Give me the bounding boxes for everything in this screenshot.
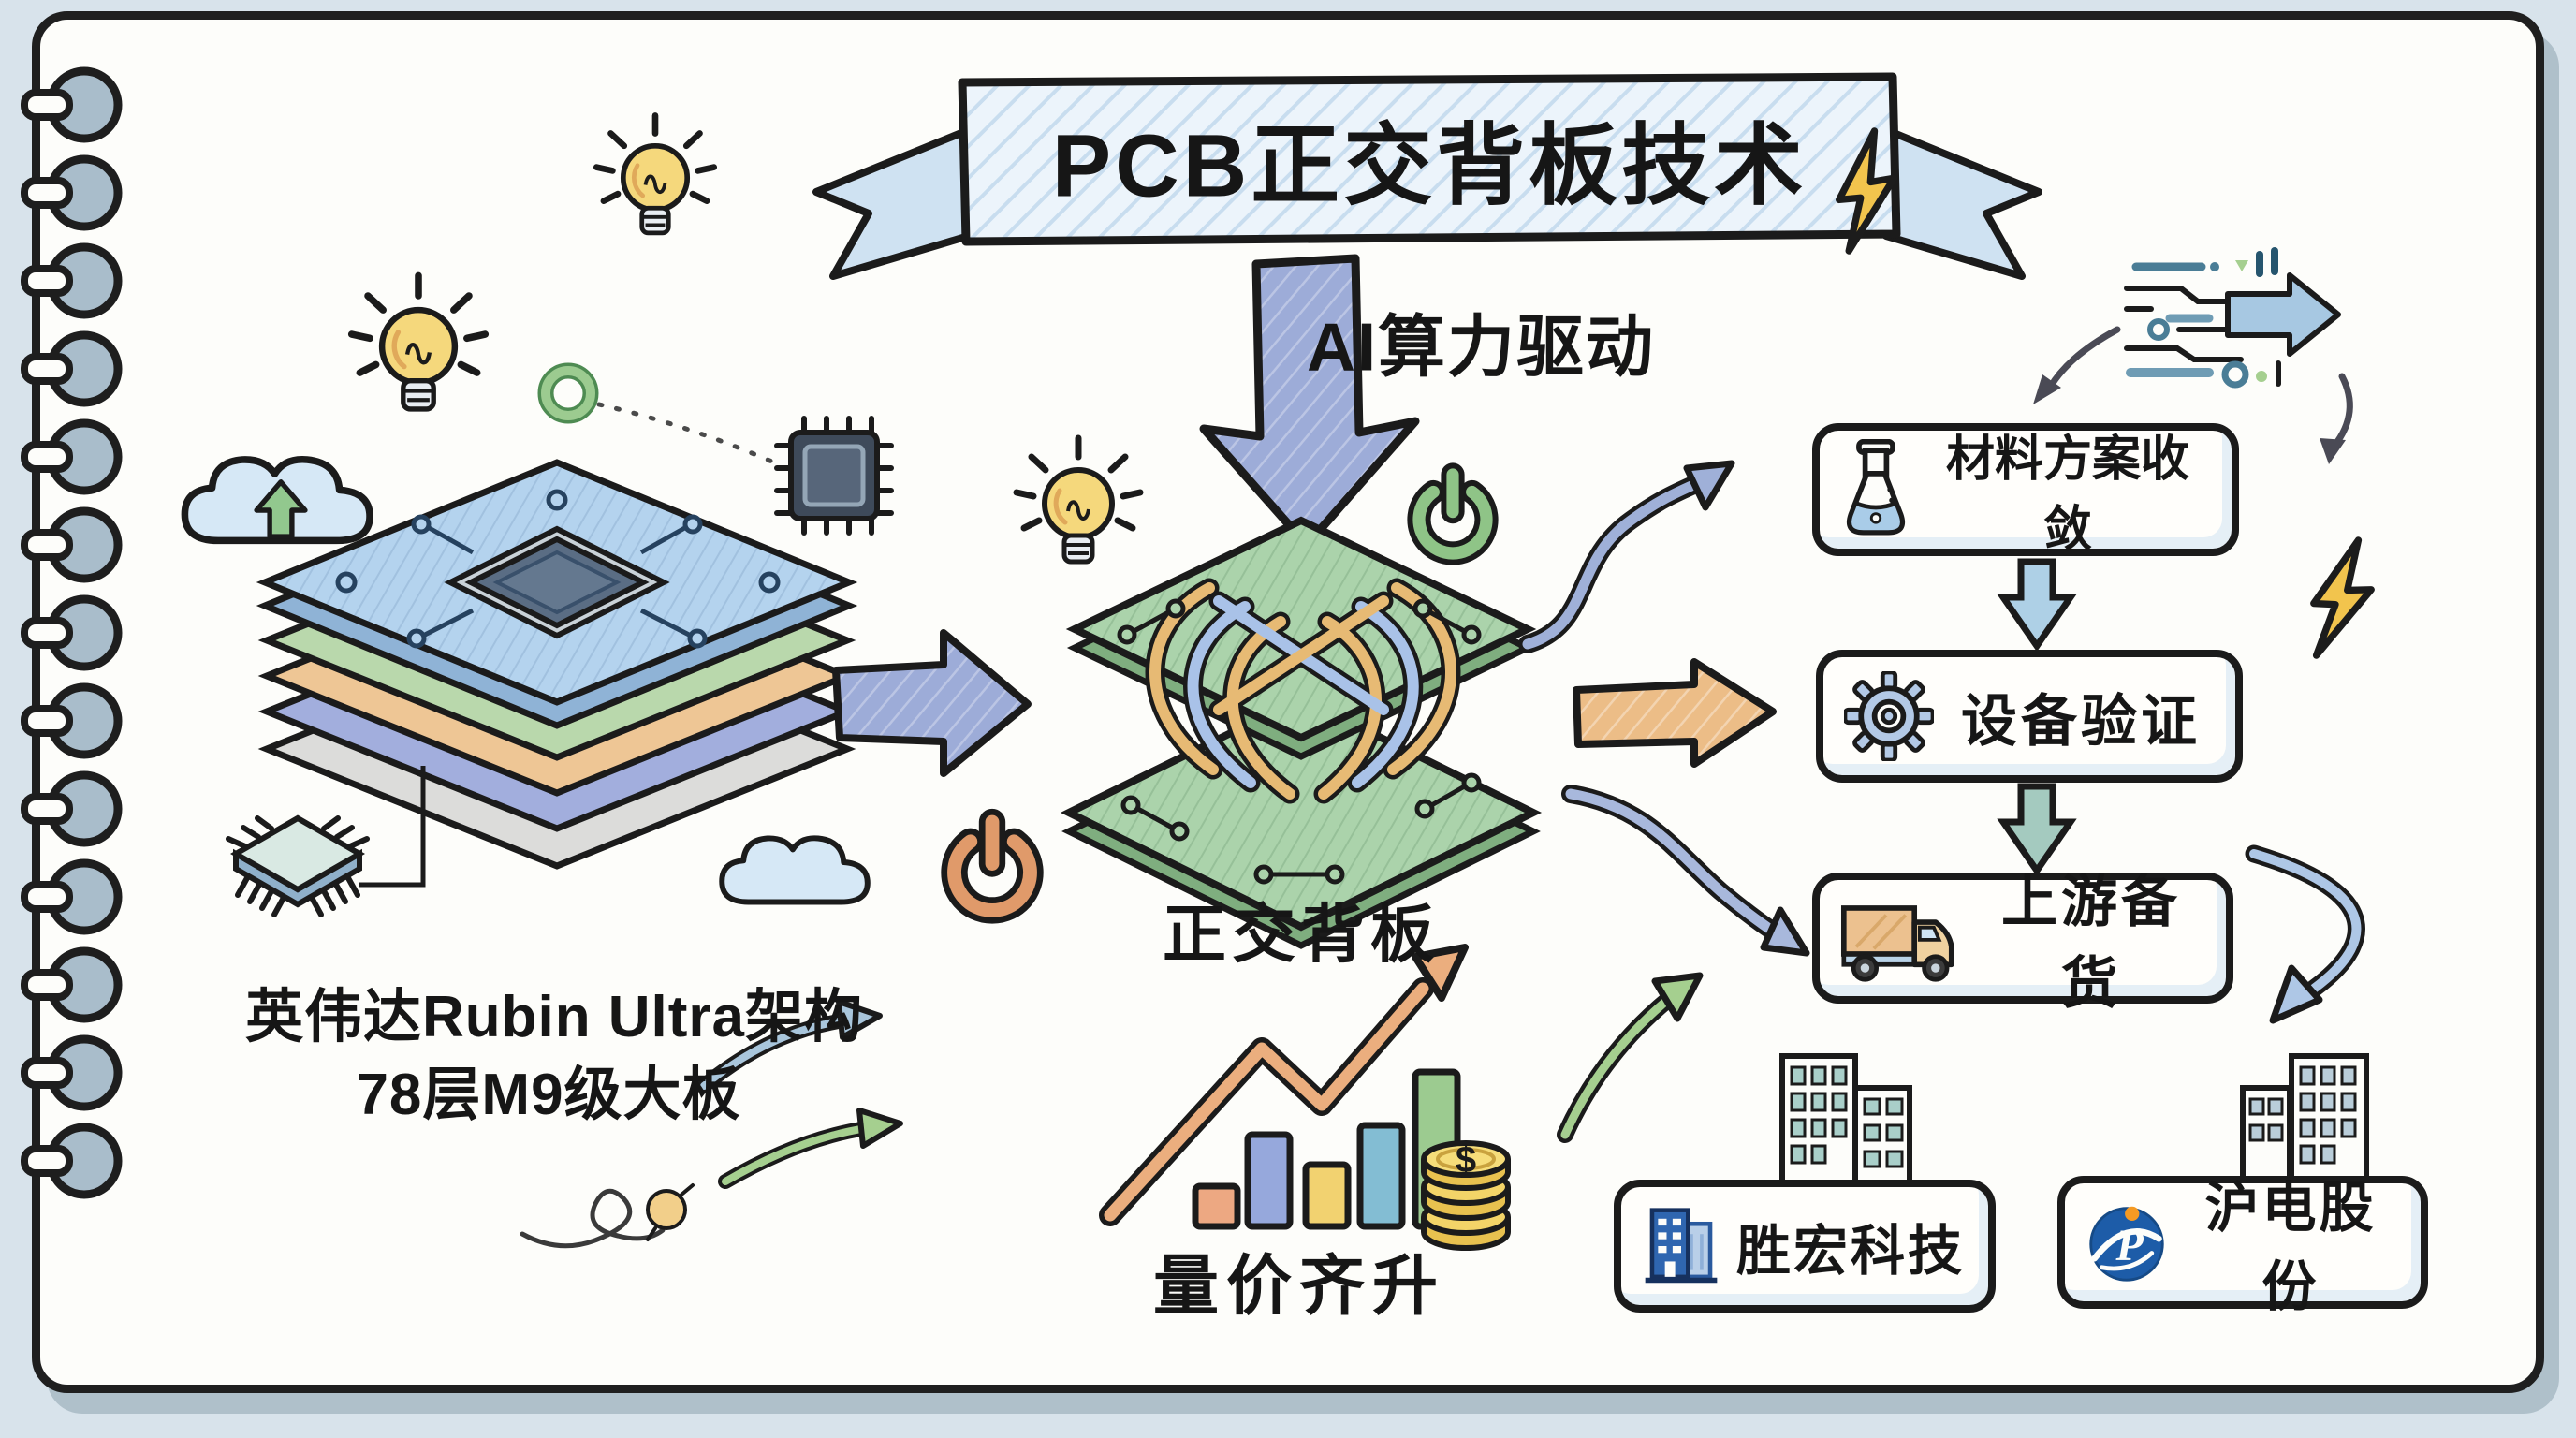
- logo-letter: P: [2115, 1221, 2144, 1270]
- ai-driver-label: AI算力驱动: [1306, 310, 1656, 386]
- step-label: 材料方案收敛: [1945, 433, 2189, 557]
- step-label: 上游备货: [2001, 871, 2181, 1015]
- page-title: PCB正交背板技术: [1051, 116, 1808, 216]
- nvidia-note-line2: 78层M9级大板: [356, 1063, 741, 1127]
- backplane-label: 正交背板: [1162, 899, 1441, 971]
- step-box-material: 材料方案收敛: [1812, 423, 2239, 557]
- flask-icon: [1846, 439, 1906, 536]
- step-box-equipment: 设备验证: [1816, 650, 2243, 783]
- company-box-wus: P 沪电股份: [2057, 1176, 2428, 1317]
- company-box-shenghong: 胜宏科技: [1614, 1180, 1996, 1313]
- truck-icon: [1840, 905, 1954, 982]
- wus-circle-logo-icon: P: [2089, 1206, 2164, 1282]
- nvidia-note-line1: 英伟达Rubin Ultra架构: [244, 985, 864, 1049]
- company-name: 胜宏科技: [1735, 1221, 1965, 1282]
- step-label: 设备验证: [1961, 689, 2201, 753]
- buildings-logo-icon: [1645, 1208, 1718, 1284]
- growth-chart-label: 量价齐升: [1153, 1249, 1445, 1323]
- company-name: 沪电股份: [2204, 1178, 2377, 1317]
- step-box-stocking: 上游备货: [1812, 871, 2233, 1015]
- gear-icon: [1844, 671, 1934, 761]
